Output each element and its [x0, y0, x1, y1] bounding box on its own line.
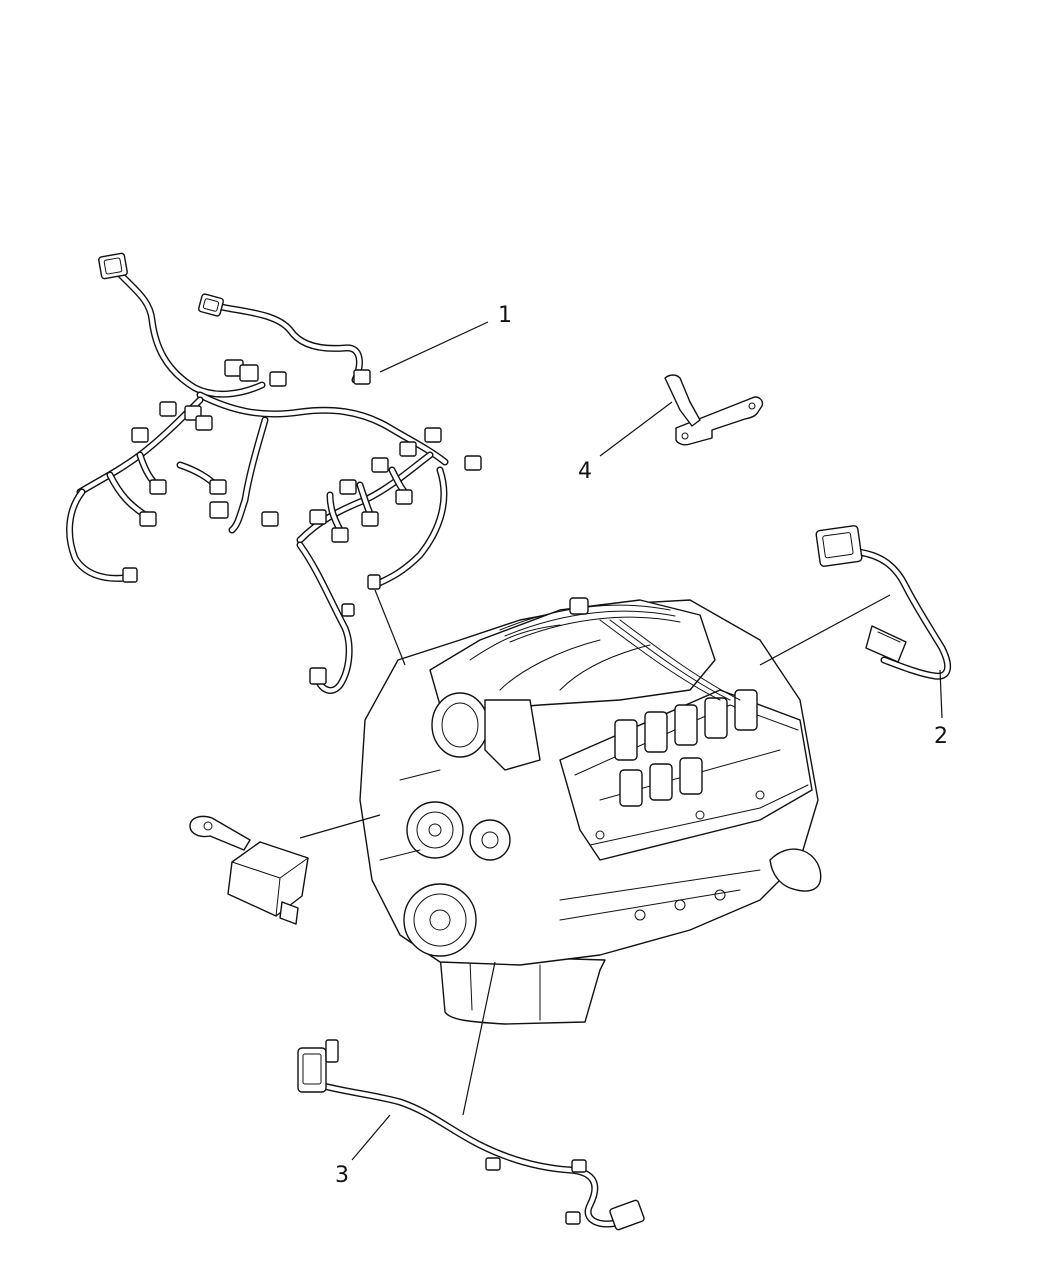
- lower-sensor-harness[interactable]: [297, 1039, 645, 1231]
- coil-connector-group-right: [261, 369, 482, 543]
- callout-label-2: 2: [934, 724, 948, 749]
- callout-label-3: 3: [335, 1163, 349, 1188]
- callout-label-4: 4: [578, 459, 592, 484]
- sensor-with-wire-lead[interactable]: [815, 525, 952, 680]
- coil-pack-row: [614, 689, 758, 807]
- mounting-bracket[interactable]: [664, 374, 764, 446]
- engine-assembly: [359, 597, 822, 1025]
- leader-lines: [299, 321, 943, 1161]
- relay-module[interactable]: [189, 815, 309, 925]
- coil-connector-group-left: [131, 359, 287, 527]
- callout-label-1: 1: [498, 303, 512, 328]
- engine-wiring-harness[interactable]: [66, 252, 482, 694]
